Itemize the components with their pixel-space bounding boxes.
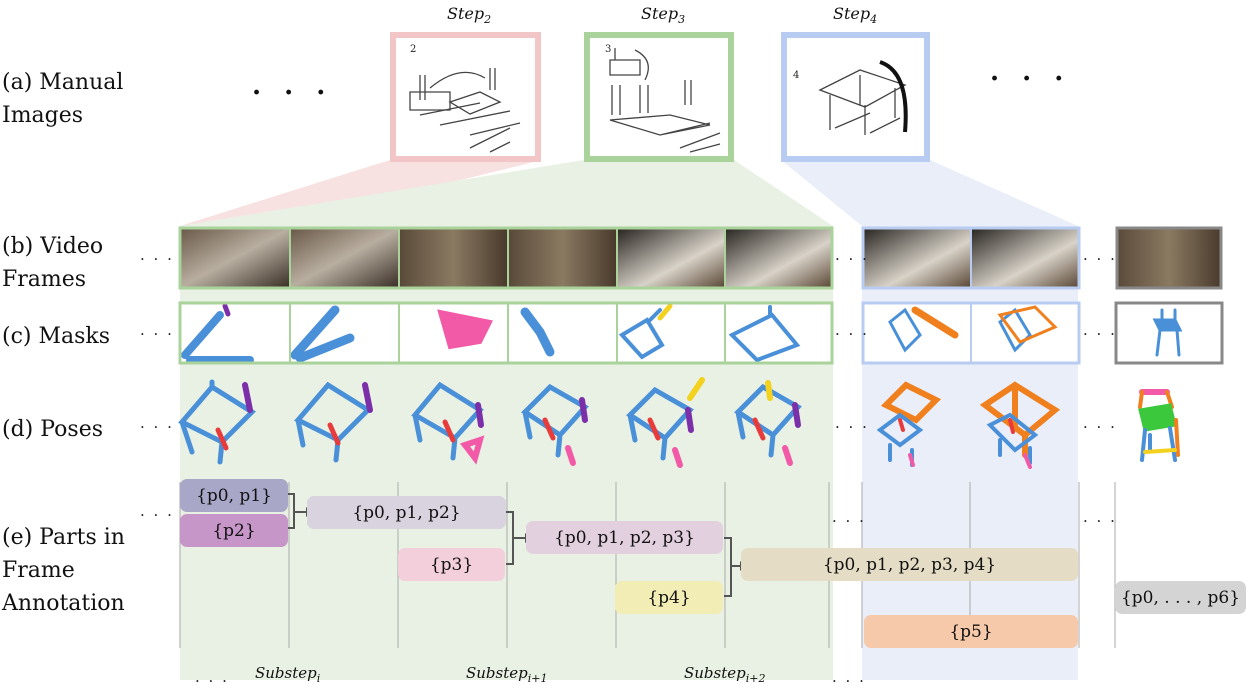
mask-7 xyxy=(888,306,959,353)
video-frame-8 xyxy=(972,229,1078,287)
pose-5 xyxy=(626,377,705,468)
step4-title: Step4 xyxy=(833,4,878,27)
manual-step3-number: 3 xyxy=(605,44,611,55)
annotation-p0-p3: {p0, p1, p2, p3} xyxy=(526,521,723,554)
masks-ellipsis-right: · · · xyxy=(1083,325,1117,343)
annotation-p3: {p3} xyxy=(398,548,505,581)
step2-title: Step2 xyxy=(447,4,492,27)
mask-4 xyxy=(520,307,555,357)
manual-ellipsis-left: · · · xyxy=(252,78,333,108)
annotation-p0-p1-p2: {p0, p1, p2} xyxy=(307,496,506,529)
mask-5 xyxy=(618,303,673,360)
frames-ellipsis-right: · · · xyxy=(1083,250,1117,268)
video-frame-1 xyxy=(181,229,289,287)
annot-ellipsis-left: · · · xyxy=(140,506,174,524)
row-label-poses: (d) Poses xyxy=(2,417,103,442)
annot-ellipsis-mid: · · · xyxy=(832,512,866,530)
frame-final xyxy=(1115,226,1223,290)
video-frame-3 xyxy=(400,229,507,287)
mask-8 xyxy=(997,305,1058,353)
substep-i2-label: Substepi+2 xyxy=(684,664,766,685)
annotation-p0-p1: {p0, p1} xyxy=(180,479,288,512)
manual-step4-image: 4 xyxy=(781,32,930,162)
annotation-p2: {p2} xyxy=(180,514,288,547)
mask-2 xyxy=(290,305,355,363)
mask-1 xyxy=(181,303,254,364)
manual-step2-number: 2 xyxy=(410,44,416,55)
pose-6 xyxy=(734,380,802,466)
masks-ellipsis-left: · · · xyxy=(140,325,174,343)
video-frame-2 xyxy=(291,229,398,287)
video-frame-7 xyxy=(864,229,970,287)
pose-3 xyxy=(411,381,485,465)
manual-step2-image: 2 xyxy=(390,32,541,162)
annot-ellipsis-right: · · · xyxy=(1083,512,1117,530)
annotation-p0-p6: {p0, . . . , p6} xyxy=(1115,581,1246,614)
step2-projection xyxy=(180,160,542,226)
mask-3 xyxy=(437,309,493,350)
manual-ellipsis-right: · · · xyxy=(990,64,1071,94)
poses-ellipsis-right: · · · xyxy=(1083,418,1117,436)
masks-ellipsis-mid: · · · xyxy=(835,325,869,343)
connector-arrows xyxy=(288,493,741,597)
substep-i-label: Substepi xyxy=(255,664,321,685)
frames-ellipsis-left: · · · xyxy=(140,250,174,268)
annotation-p4: {p4} xyxy=(615,581,723,614)
substep-ellipsis-right: · · · xyxy=(832,672,866,690)
poses-ellipsis-mid: · · · xyxy=(835,418,869,436)
pose-1 xyxy=(178,379,256,465)
pose-4 xyxy=(521,383,589,466)
manual-step4-number: 4 xyxy=(793,70,799,81)
pose-2 xyxy=(294,381,373,463)
mask-9 xyxy=(1152,308,1183,357)
substep-ellipsis-left: · · · xyxy=(195,672,229,690)
video-frame-6 xyxy=(726,229,831,287)
pose-9 xyxy=(1138,389,1180,462)
pose-7 xyxy=(876,381,942,467)
step3-title: Step3 xyxy=(641,4,686,27)
manual-step3-image: 3 xyxy=(584,32,734,162)
mask-6 xyxy=(728,305,801,363)
frames-ellipsis-mid: · · · xyxy=(835,250,869,268)
row-label-masks: (c) Masks xyxy=(2,324,111,349)
annotation-p0-p4: {p0, p1, p2, p3, p4} xyxy=(741,548,1078,581)
substep-i1-label: Substepi+1 xyxy=(466,664,548,685)
video-frame-4 xyxy=(509,229,616,287)
video-frame-5 xyxy=(618,229,724,287)
frames-step4-group xyxy=(861,226,1081,290)
annotation-p5: {p5} xyxy=(864,615,1078,648)
poses-ellipsis-left: · · · xyxy=(140,418,174,436)
frames-step3-group xyxy=(178,226,834,290)
pose-8 xyxy=(979,381,1061,469)
